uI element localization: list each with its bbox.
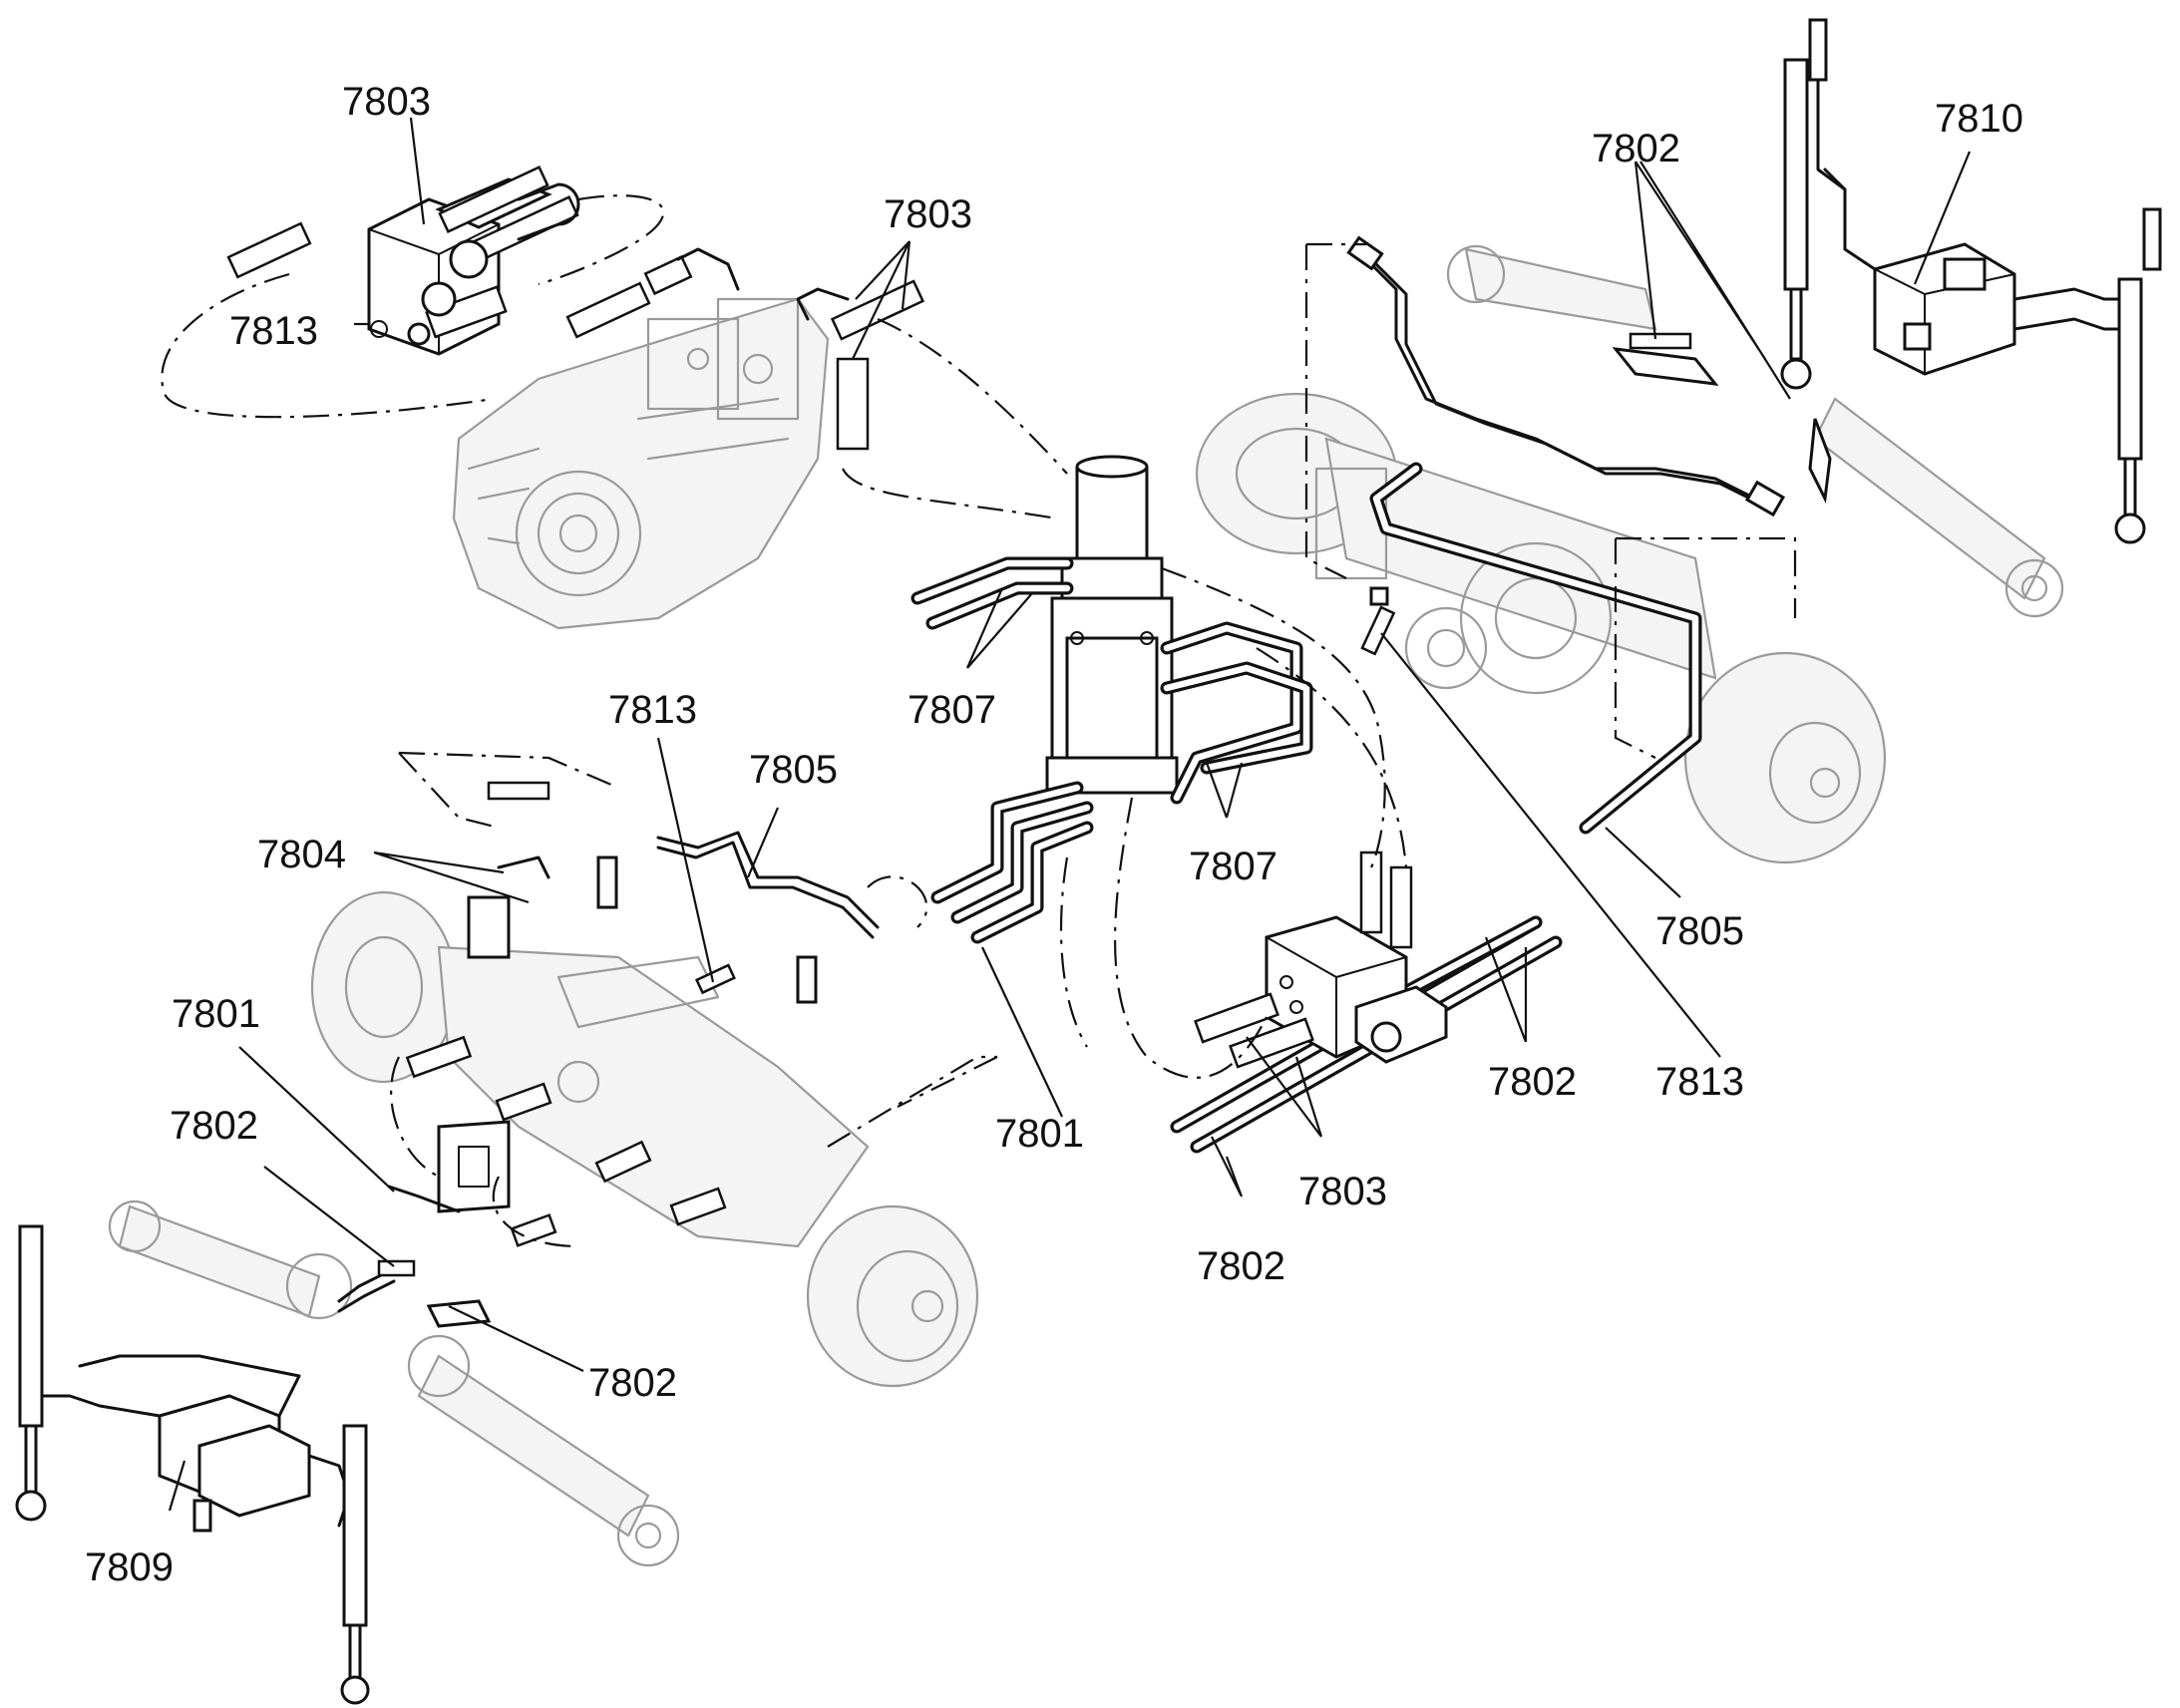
callout-7801-center: 7801 bbox=[995, 1112, 1084, 1156]
cylinder-front-right bbox=[340, 1424, 370, 1705]
rear-steering-cylinder bbox=[1446, 244, 2064, 618]
callout-7802-right-valve: 7802 bbox=[1488, 1060, 1577, 1104]
front-axle-hoses bbox=[387, 1035, 727, 1247]
pipes-7807-right bbox=[1160, 621, 1313, 805]
pipe-7805-rear-upper bbox=[1346, 235, 1786, 517]
valve-block-7802-7803-right bbox=[1194, 851, 1448, 1069]
cylinder-rear-left bbox=[1780, 18, 1847, 390]
leader-lines bbox=[168, 117, 1972, 1512]
callout-7802-lower: 7802 bbox=[1197, 1244, 1285, 1288]
callout-7802-front-cylinder: 7802 bbox=[588, 1361, 677, 1405]
valve-block-7810 bbox=[1823, 168, 2136, 376]
cylinder-rear-right bbox=[2114, 207, 2162, 544]
callout-7813-upper-left: 7813 bbox=[229, 309, 318, 353]
pipes-7802-valve bbox=[1389, 915, 1543, 1004]
callout-7805-front: 7805 bbox=[749, 748, 838, 792]
callout-labels: 7803 7813 7803 7802 7810 7807 7813 7805 … bbox=[85, 80, 2023, 1589]
transmission-housing bbox=[452, 297, 830, 630]
steering-column bbox=[1045, 455, 1179, 795]
callout-7810: 7810 bbox=[1935, 97, 2023, 141]
callout-7809: 7809 bbox=[85, 1545, 174, 1589]
callout-7807-right: 7807 bbox=[1189, 845, 1277, 888]
fittings-7813 bbox=[407, 322, 1396, 995]
callout-7803-upper-left: 7803 bbox=[342, 80, 431, 124]
pipes-7807-left bbox=[910, 556, 1074, 630]
callout-7804: 7804 bbox=[257, 833, 346, 876]
callout-7801-left: 7801 bbox=[172, 992, 260, 1036]
hoses-7803-upper bbox=[565, 247, 925, 451]
callout-7802-left: 7802 bbox=[170, 1104, 258, 1148]
rear-axle bbox=[1195, 392, 1887, 864]
bracket-7804 bbox=[467, 781, 818, 1004]
pipe-7805-rear bbox=[1369, 462, 1702, 835]
callout-7802-upper-right: 7802 bbox=[1592, 127, 1680, 171]
callout-7803-upper-center: 7803 bbox=[884, 192, 972, 236]
front-steering-cylinder-upper bbox=[108, 1199, 353, 1320]
valve-block-7803-upper-left bbox=[226, 166, 580, 356]
pipe-7805-front bbox=[656, 831, 880, 939]
cylinder-front-left bbox=[15, 1224, 47, 1522]
bracket-7802-front bbox=[337, 1259, 492, 1328]
callout-7805-rear: 7805 bbox=[1655, 909, 1744, 953]
valve-block-7809 bbox=[38, 1354, 351, 1533]
bracket-7802-rear bbox=[1612, 332, 1832, 505]
callout-7807-left: 7807 bbox=[908, 688, 996, 732]
callout-7803-lower: 7803 bbox=[1298, 1170, 1387, 1213]
callout-7813-center-left: 7813 bbox=[608, 688, 697, 732]
pipes-7801 bbox=[930, 781, 1094, 944]
connection-dash-lines bbox=[161, 194, 1797, 1248]
front-axle bbox=[310, 890, 979, 1388]
callout-7813-right: 7813 bbox=[1655, 1060, 1744, 1104]
front-steering-cylinder-lower bbox=[407, 1334, 680, 1567]
